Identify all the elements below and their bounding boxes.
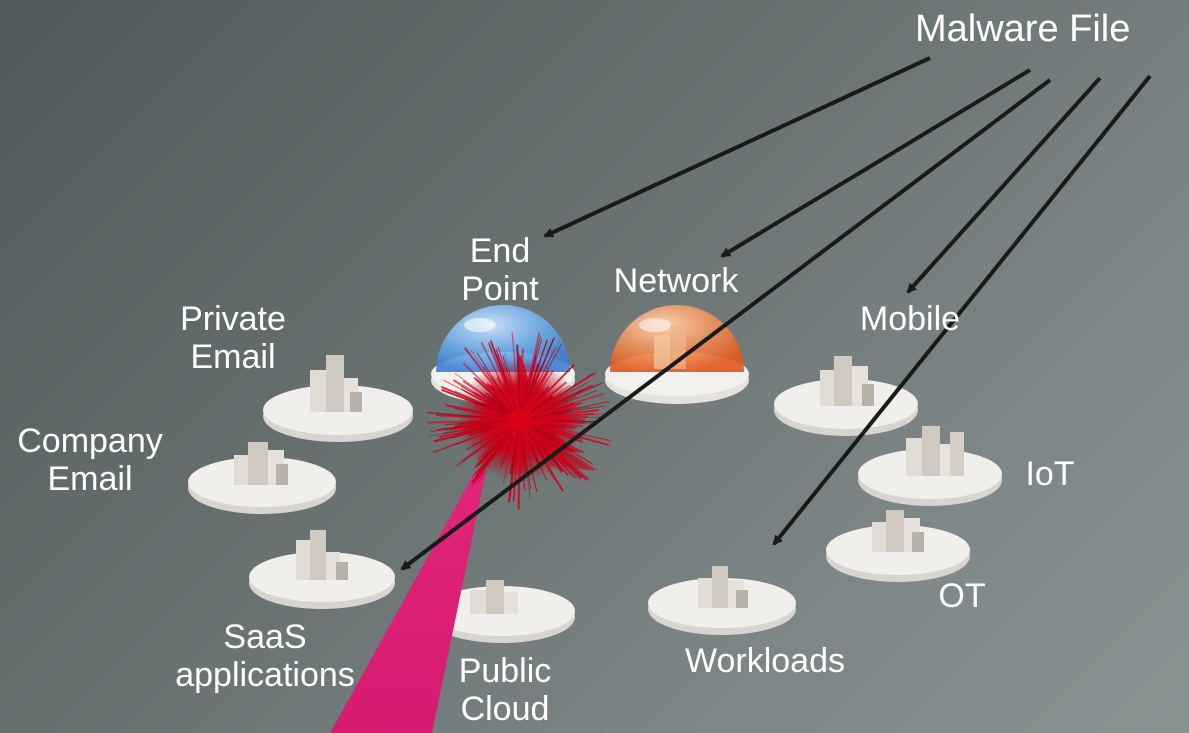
platform-iot bbox=[858, 426, 1002, 506]
platform-network bbox=[605, 305, 749, 404]
arrow-to-mobile bbox=[906, 76, 1102, 294]
workloads-label: Workloads bbox=[685, 642, 845, 680]
public-cloud-label: Public Cloud bbox=[458, 652, 552, 729]
platform-public-cloud bbox=[429, 580, 575, 643]
platform-private-email bbox=[263, 355, 413, 442]
explosion-burst bbox=[427, 332, 612, 510]
arrow-to-end-point bbox=[543, 56, 931, 238]
ot-label: OT bbox=[938, 577, 986, 615]
iot-label: IoT bbox=[1025, 455, 1075, 493]
saas-label: SaaS applications bbox=[175, 618, 355, 695]
platform-saas bbox=[249, 530, 395, 609]
network-label: Network bbox=[613, 262, 739, 300]
private-email-label: Private Email bbox=[180, 300, 286, 377]
arrows bbox=[400, 56, 1152, 571]
platform-ot bbox=[826, 510, 970, 582]
platform-mobile bbox=[774, 356, 918, 436]
end-point-label: End Point bbox=[461, 232, 539, 309]
arrow-to-network bbox=[720, 68, 1032, 258]
arrow-to-saas bbox=[400, 78, 1052, 571]
platform-company-email bbox=[188, 442, 336, 514]
arrow-to-workloads bbox=[772, 74, 1152, 546]
mobile-label: Mobile bbox=[859, 300, 961, 338]
platform-workloads bbox=[648, 566, 796, 635]
malware-file-label: Malware File bbox=[915, 8, 1131, 50]
company-email-label: Company Email bbox=[17, 422, 163, 499]
